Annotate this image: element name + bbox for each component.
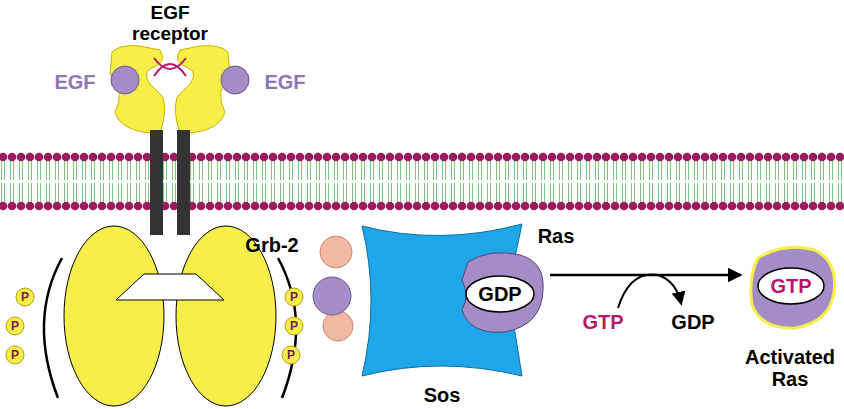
phosphate-mark: P [285,288,304,307]
node-label: Ras [538,225,575,247]
ras-protein: RasGDP [460,250,546,336]
egf-ligand: EGF [111,66,139,94]
egf-ligand-outline [111,66,139,94]
egf-ligand: EGF [221,66,249,94]
node-label: EGF [264,71,305,93]
nucleotide-oval: GTP [758,268,824,304]
lipid-bilayer [0,153,844,211]
node-label: Sos [424,384,461,406]
node-label: GDP [478,283,521,305]
ras-protein: Activated RasGTP [745,240,840,332]
egf-ligand-outline [221,66,249,94]
adaptor-protein: Grb-2 [312,234,356,342]
receptor-dimer-outline [60,40,280,405]
node-label: Grb-2 [245,234,298,256]
adaptor-protein-outline [312,234,356,342]
phosphate-mark: P [6,317,25,336]
phosphate-mark: P [16,288,35,307]
nucleotide-label: GDP [671,311,714,334]
reaction-arrow [550,274,741,277]
phosphate-mark: P [6,346,25,365]
phosphate-mark: P [282,346,301,365]
phosphate-mark: P [285,317,304,336]
node-label: Activated Ras [740,346,840,390]
node-label: EGF receptor [120,3,220,45]
exchange-curve [618,274,681,308]
node-label: GTP [770,275,811,297]
phospho-tail [44,258,62,398]
receptor-dimer: EGF receptor [60,40,280,405]
nucleotide-label: GTP [582,311,623,334]
node-label: EGF [54,71,95,93]
nucleotide-oval: GDP [466,276,534,312]
